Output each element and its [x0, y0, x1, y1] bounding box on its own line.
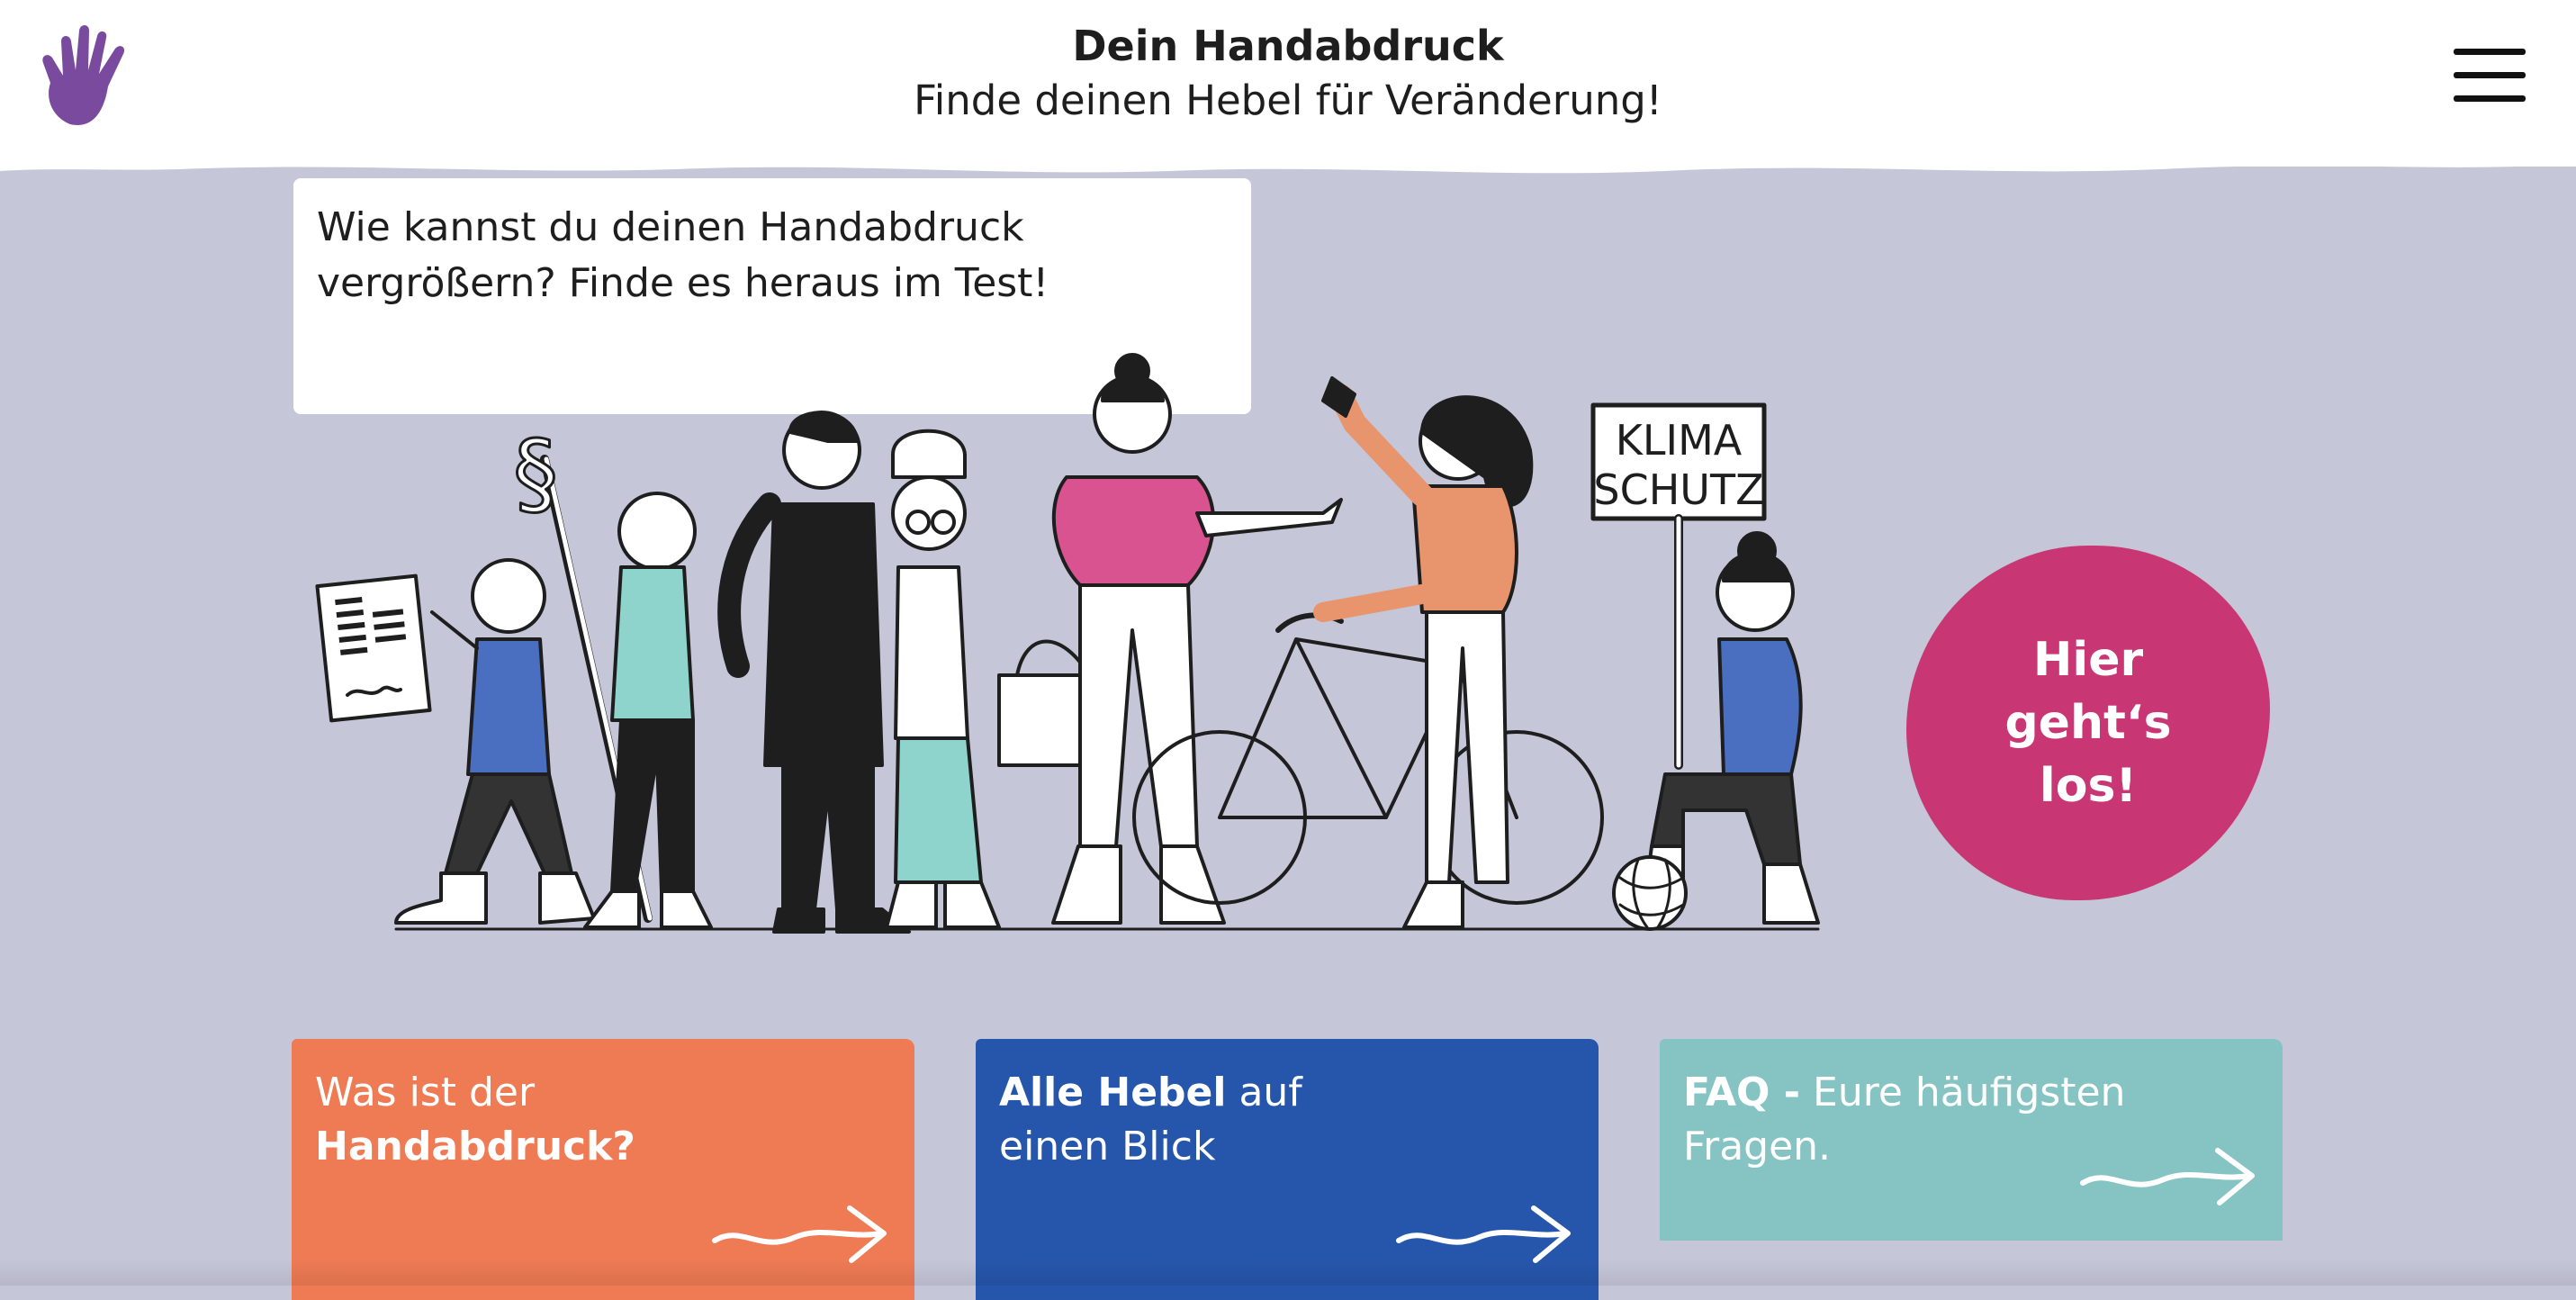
card-text-line: auf	[1226, 1070, 1302, 1115]
card-text-line: Was ist der	[315, 1070, 536, 1115]
bottom-shadow	[0, 1259, 2576, 1286]
paragraph-symbol: §	[513, 420, 558, 526]
arrow-right-icon	[2080, 1148, 2255, 1205]
menu-line	[2454, 72, 2526, 78]
card-bold-text: Alle Hebel	[999, 1070, 1227, 1115]
document-icon	[315, 573, 432, 723]
arrow-right-icon	[1396, 1205, 1571, 1263]
menu-line	[2454, 95, 2526, 102]
sign-line-2: SCHUTZ	[1593, 465, 1763, 514]
card-text-line: einen Blick	[999, 1124, 1216, 1169]
card-faq[interactable]: FAQ - Eure häufigsten Fragen.	[1660, 1039, 2283, 1241]
cta-line-1: Hier geht‘s	[2004, 633, 2172, 750]
card-all-levers[interactable]: Alle Hebel auf einen Blick	[976, 1039, 1599, 1300]
cta-line-2: los!	[2039, 759, 2138, 813]
sign-line-1: KLIMA	[1616, 416, 1743, 465]
header-torn-edge	[0, 151, 2576, 174]
intro-line-2: vergrößern? Finde es heraus im Test!	[317, 260, 1049, 306]
page-title: Dein Handabdruck	[1072, 22, 1504, 70]
card-text-line: Eure häufigsten Fragen.	[1683, 1070, 2126, 1169]
site-header: Dein Handabdruck Finde deinen Hebel für …	[0, 0, 2576, 167]
intro-line-1: Wie kannst du deinen Handabdruck	[317, 204, 1024, 250]
page-subtitle: Finde deinen Hebel für Veränderung!	[914, 77, 1662, 124]
card-bold-text: Handabdruck?	[315, 1124, 635, 1169]
hamburger-menu-icon[interactable]	[2454, 49, 2526, 104]
hand-print-icon[interactable]	[40, 23, 140, 130]
arrow-right-icon	[712, 1205, 887, 1263]
card-bold-text: FAQ -	[1683, 1070, 1801, 1115]
people-illustration: §	[315, 353, 1820, 934]
card-what-is-handprint[interactable]: Was ist der Handabdruck?	[292, 1039, 914, 1300]
start-test-button[interactable]: Hier geht‘s los!	[1906, 546, 2270, 900]
intro-speech-box: Wie kannst du deinen Handabdruck vergröß…	[293, 178, 1251, 414]
menu-line	[2454, 49, 2526, 55]
